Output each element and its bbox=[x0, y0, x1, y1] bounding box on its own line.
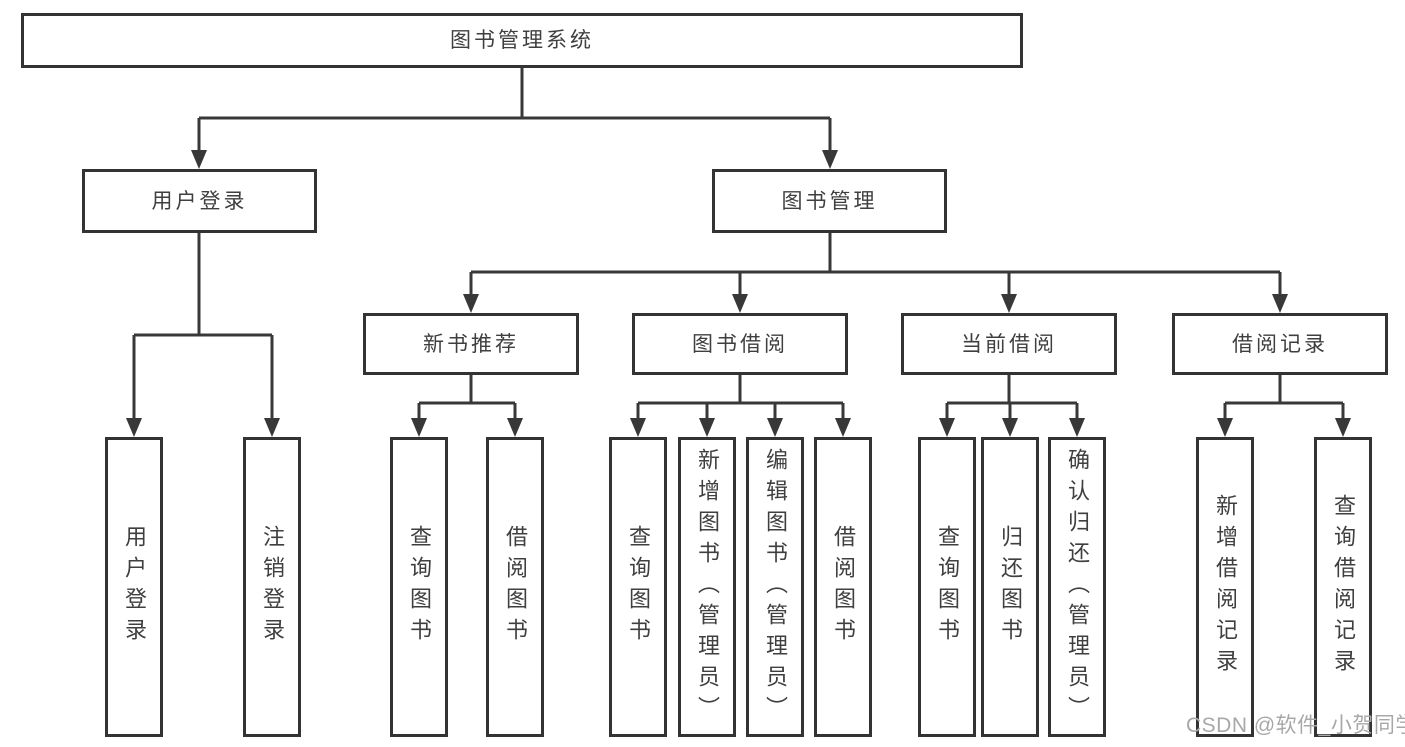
leaf-add-borrow-record: 新增借阅记录 bbox=[1196, 437, 1254, 737]
leaf-borrow-books-recommend: 借阅图书 bbox=[486, 437, 544, 737]
arrowhead-icons bbox=[126, 150, 1351, 437]
node-borrow-records: 借阅记录 bbox=[1172, 313, 1388, 375]
leaf-user-login: 用户登录 bbox=[105, 437, 163, 737]
node-user-login: 用户登录 bbox=[82, 169, 317, 233]
leaf-query-borrow-record: 查询借阅记录 bbox=[1314, 437, 1372, 737]
leaf-query-books-borrow: 查询图书 bbox=[609, 437, 667, 737]
csdn-watermark: CSDN @软件_小贺同学 bbox=[1186, 714, 1405, 737]
leaf-edit-book-admin: 编辑图书（管理员） bbox=[746, 437, 804, 737]
node-library-management-system: 图书管理系统 bbox=[21, 13, 1023, 68]
leaf-return-book: 归还图书 bbox=[981, 437, 1039, 737]
leaf-query-books-recommend: 查询图书 bbox=[390, 437, 448, 737]
leaf-confirm-return-admin: 确认归还（管理员） bbox=[1048, 437, 1106, 737]
leaf-query-books-current: 查询图书 bbox=[918, 437, 976, 737]
node-new-book-recommend: 新书推荐 bbox=[363, 313, 579, 375]
node-current-borrow: 当前借阅 bbox=[901, 313, 1117, 375]
leaf-borrow-books: 借阅图书 bbox=[814, 437, 872, 737]
node-book-management: 图书管理 bbox=[712, 169, 947, 233]
leaf-add-book-admin: 新增图书（管理员） bbox=[678, 437, 736, 737]
node-book-borrow: 图书借阅 bbox=[632, 313, 848, 375]
leaf-logout: 注销登录 bbox=[243, 437, 301, 737]
